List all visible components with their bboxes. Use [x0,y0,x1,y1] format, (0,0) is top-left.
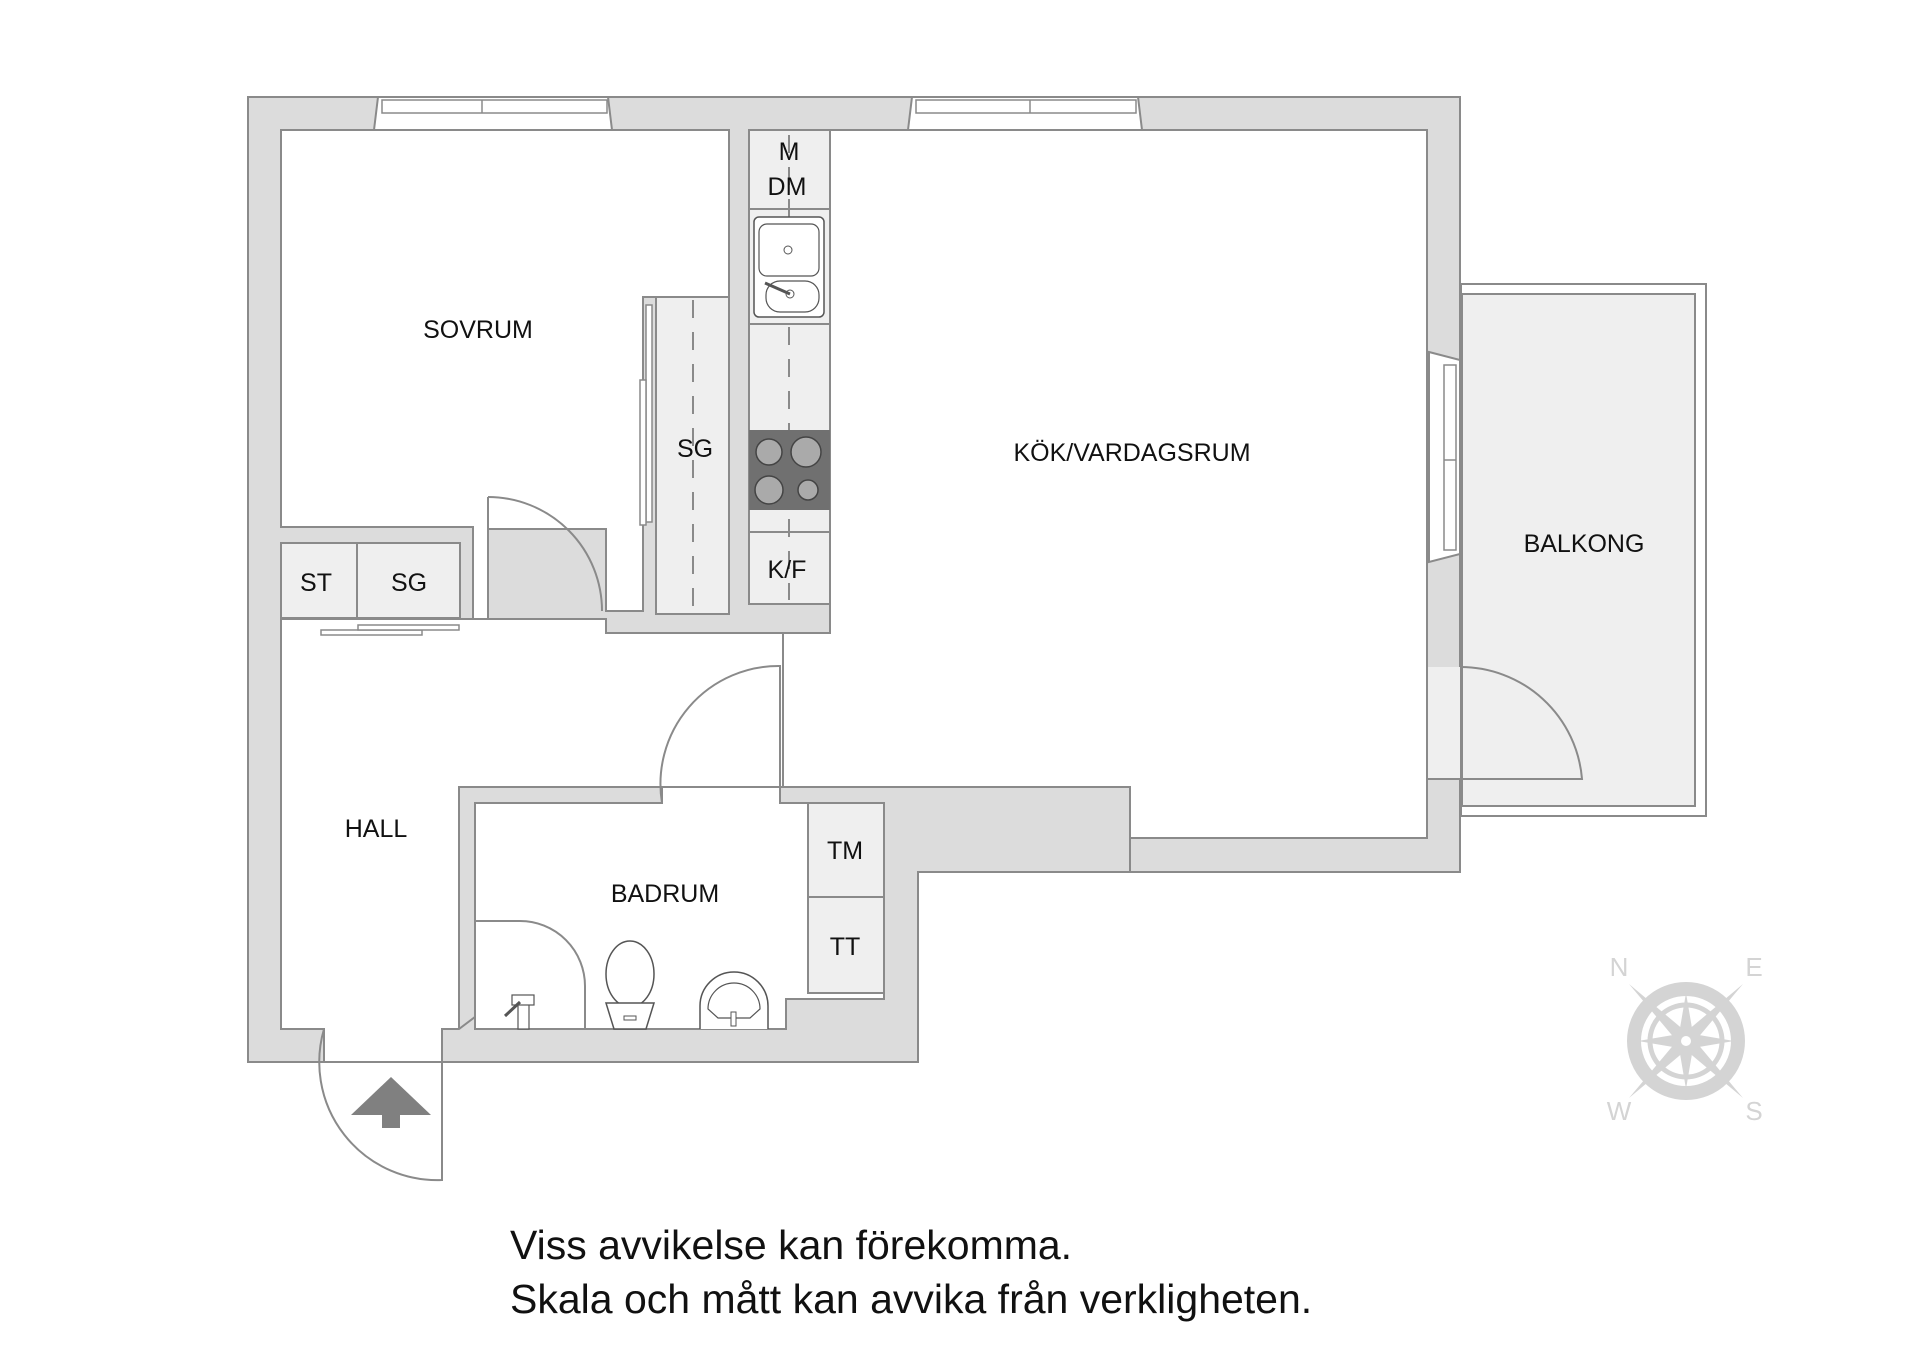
window-living [906,96,1144,131]
label-badrum: BADRUM [611,880,719,908]
door-balcony [1428,665,1584,780]
compass-s: S [1745,1096,1762,1126]
disclaimer-line-2: Skala och mått kan avvika från verklighe… [510,1276,1313,1322]
door-entrance [318,1028,443,1182]
label-kok-vardagsrum: KÖK/VARDAGSRUM [1013,439,1250,467]
kitchen-sink-icon [753,216,825,318]
compass-e: E [1745,952,1762,982]
label-sovrum: SOVRUM [423,316,533,344]
label-wardrobe-hall: SG [391,569,427,597]
door-bathroom [659,664,781,804]
room-kok-vardagsrum [782,129,1428,839]
disclaimer: Viss avvikelse kan förekomma. Skala och … [510,1218,1312,1326]
shower-area [475,920,586,1029]
label-hall: HALL [345,815,408,843]
stove-icon [749,430,830,510]
wardrobe-hall [356,542,461,619]
label-balkong: BALKONG [1524,530,1645,558]
label-tumble-dryer: TT [830,933,861,961]
balcony-area [1461,293,1696,807]
washing-machine [807,802,885,898]
window-bedroom [372,96,614,131]
label-dishwasher: DM [768,173,807,201]
label-wardrobe-bedroom: SG [677,435,713,463]
toilet-icon [604,940,656,1030]
bathroom-sink-icon [699,971,769,1029]
entrance-arrow-icon [351,1077,431,1128]
compass-icon [1627,982,1745,1100]
compass-n: N [1610,952,1629,982]
label-microwave: M [779,138,800,166]
label-washing-machine: TM [827,837,863,865]
disclaimer-line-1: Viss avvikelse kan förekomma. [510,1222,1073,1268]
window-balcony [1428,350,1461,564]
label-fridge-freezer: K/F [768,556,807,584]
door-bedroom [487,496,603,612]
label-storage: ST [300,569,332,597]
compass-w: W [1607,1096,1632,1126]
tumble-dryer [807,896,885,994]
shower-head-icon [503,994,535,1030]
